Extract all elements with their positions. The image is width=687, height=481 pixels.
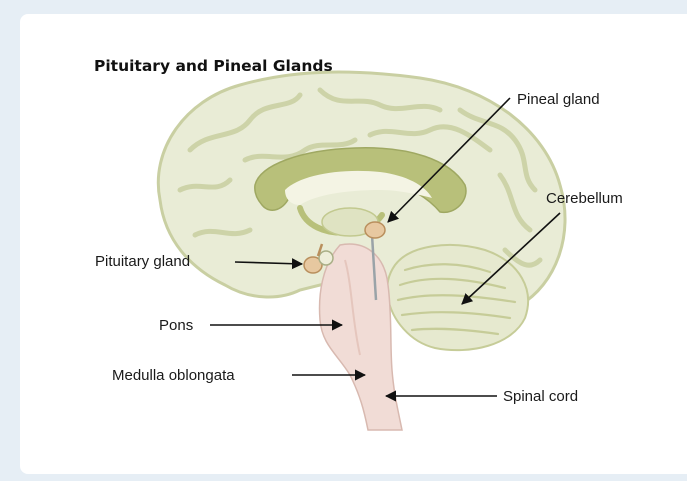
cerebellum (387, 245, 528, 350)
label-pons: Pons (159, 317, 193, 334)
diagram-title: Pituitary and Pineal Glands (94, 57, 333, 75)
label-pituitary-gland: Pituitary gland (95, 253, 190, 270)
label-cerebellum: Cerebellum (546, 190, 623, 207)
label-medulla-oblongata: Medulla oblongata (112, 367, 235, 384)
pineal-gland (365, 222, 385, 238)
label-spinal-cord: Spinal cord (503, 388, 578, 405)
label-pineal-gland: Pineal gland (517, 91, 600, 108)
